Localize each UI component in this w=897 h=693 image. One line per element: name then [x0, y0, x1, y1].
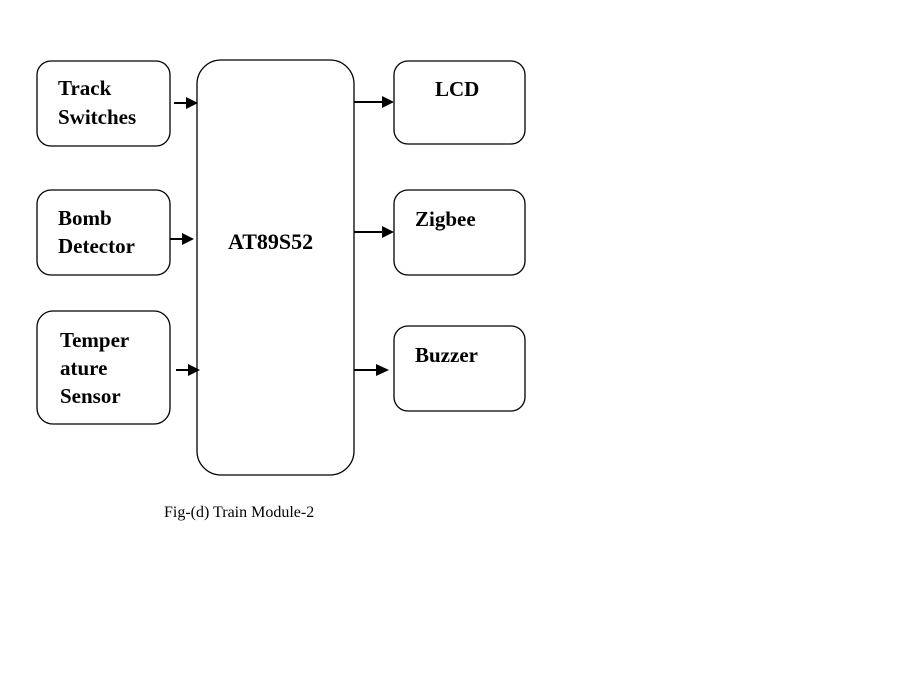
arrow-head-icon: [382, 226, 394, 238]
arrow-bomb-detector-to-controller: [170, 233, 194, 245]
block-label-line: Bomb: [58, 206, 112, 230]
input-block-bomb-detector: Bomb Detector: [36, 189, 171, 276]
block-label-line: Sensor: [60, 384, 121, 408]
figure-caption: Fig-(d) Train Module-2: [164, 504, 314, 521]
block-label-line: ature: [60, 356, 107, 380]
controller-block: AT89S52: [196, 59, 355, 476]
arrow-head-icon: [186, 97, 198, 109]
arrow-track-switches-to-controller: [174, 97, 198, 109]
arrow-controller-to-buzzer: [354, 364, 389, 376]
input-block-temperature-sensor: Temper ature Sensor: [36, 310, 171, 425]
arrow-head-icon: [376, 364, 389, 376]
arrow-head-icon: [188, 364, 200, 376]
block-label-line: LCD: [435, 77, 479, 101]
output-block-zigbee: Zigbee: [393, 189, 526, 276]
block-label-line: Track: [58, 76, 112, 100]
block-label-line: Detector: [58, 234, 135, 258]
controller-label: AT89S52: [228, 229, 313, 254]
arrow-head-icon: [382, 96, 394, 108]
output-block-buzzer: Buzzer: [393, 325, 526, 412]
arrow-temperature-sensor-to-controller: [176, 364, 200, 376]
block-label-line: Zigbee: [415, 207, 476, 231]
block-label-line: Temper: [60, 328, 129, 352]
arrow-controller-to-zigbee: [354, 226, 394, 238]
input-block-track-switches: Track Switches: [36, 60, 171, 147]
arrow-controller-to-lcd: [354, 96, 394, 108]
arrow-head-icon: [182, 233, 194, 245]
output-block-lcd: LCD: [393, 60, 526, 145]
block-label-line: Buzzer: [415, 343, 478, 367]
block-label-line: Switches: [58, 105, 136, 129]
